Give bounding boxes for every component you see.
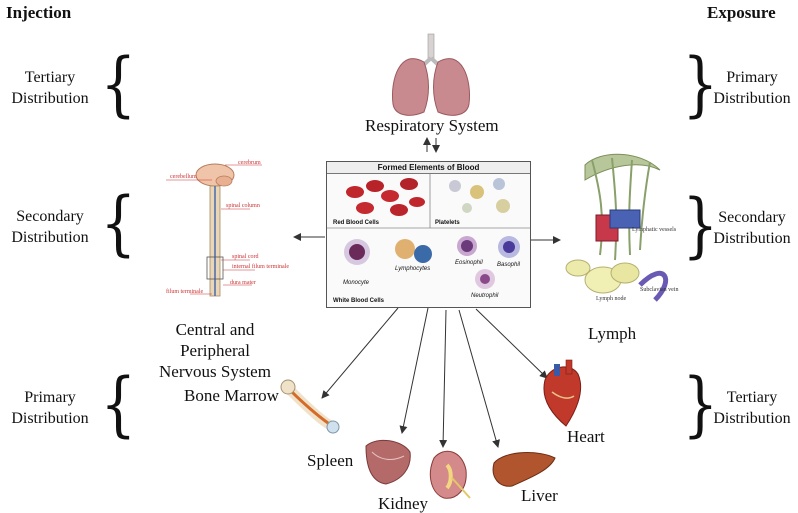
label-lymphatic-vessels: Lymphatic vessels [632, 227, 677, 233]
label-monocyte: Monocyte [343, 280, 370, 286]
label-white-blood-cells: White Blood Cells [333, 298, 384, 304]
dist-line2: Distribution [713, 410, 791, 427]
bidirectional-arrows-icon [423, 137, 440, 153]
dist-line2: Distribution [11, 229, 89, 246]
platelets-icon [449, 178, 510, 213]
cns-label-line1: Central and Peripheral [175, 320, 255, 360]
formed-elements-panel: Formed Elements of Blood [326, 161, 531, 308]
heart-icon [543, 359, 582, 427]
label-internal-filum: internal filum terminale [232, 264, 289, 270]
label-cerebrum: cerebrum [238, 160, 261, 166]
label-platelets: Platelets [435, 220, 460, 226]
kidney-icon [429, 450, 471, 499]
lungs-icon [391, 33, 471, 116]
right-brace-bottom: } [682, 363, 719, 445]
left-tertiary-distribution: Tertiary Distribution [0, 67, 100, 109]
dist-line2: Distribution [713, 230, 791, 247]
dist-line1: Primary [24, 389, 76, 406]
dist-line2: Distribution [11, 410, 89, 427]
label-neutrophil: Neutrophil [471, 293, 499, 299]
right-secondary-distribution: Secondary Distribution [706, 207, 798, 249]
white-blood-cells-icon [344, 236, 520, 289]
right-brace-top: } [682, 43, 719, 125]
blood-cells-art [327, 174, 530, 289]
left-brace-bottom: { [100, 363, 137, 445]
lymph-vessels-icon [565, 153, 669, 302]
dist-line2: Distribution [713, 90, 791, 107]
left-primary-distribution: Primary Distribution [0, 387, 100, 429]
label-basophil: Basophil [497, 262, 521, 268]
label-eosinophil: Eosinophil [455, 260, 483, 266]
label-red-blood-cells: Red Blood Cells [333, 220, 380, 226]
arrow-to-bone-marrow [321, 307, 399, 399]
liver-label: Liver [521, 486, 558, 505]
dist-line2: Distribution [11, 90, 89, 107]
heart-label: Heart [567, 427, 605, 446]
arrow-to-heart [475, 308, 548, 379]
kidney-label: Kidney [378, 494, 429, 513]
spleen-icon [365, 439, 411, 485]
cns-label: Central and Peripheral Nervous System [140, 319, 290, 382]
right-tertiary-distribution: Tertiary Distribution [706, 387, 798, 429]
lymph-label: Lymph [588, 324, 637, 343]
bone-icon [280, 379, 340, 434]
exposure-header: Exposure [707, 3, 776, 22]
left-brace-top: { [100, 43, 137, 125]
right-brace-middle: } [682, 184, 719, 266]
spinal-cord-icon [166, 163, 262, 297]
arrow-to-spleen [399, 307, 429, 434]
dist-line1: Secondary [718, 209, 786, 226]
spleen-label: Spleen [307, 451, 354, 470]
label-filum-terminale: filum terminale [166, 289, 204, 295]
arrow-to-kidney [439, 309, 448, 448]
label-lymphocytes: Lymphocytes [395, 266, 431, 272]
label-dura-mater: dura mater [230, 280, 256, 286]
red-blood-cells-icon [346, 178, 425, 216]
bone-marrow-label: Bone Marrow [184, 386, 279, 405]
left-brace-middle: { [100, 182, 137, 264]
left-secondary-distribution: Secondary Distribution [0, 206, 100, 248]
label-spinal-column: spinal column [226, 203, 260, 209]
blood-panel-title: Formed Elements of Blood [327, 162, 530, 174]
dist-line1: Secondary [16, 208, 84, 225]
injection-header: Injection [6, 3, 72, 22]
liver-icon [492, 452, 556, 487]
label-lymph-node: Lymph node [596, 296, 627, 302]
respiratory-system-label: Respiratory System [365, 116, 499, 135]
label-subclavian-vein: Subclavian vein [640, 287, 679, 293]
dist-line1: Tertiary [726, 389, 778, 406]
dist-line1: Primary [726, 69, 778, 86]
arrow-to-liver [458, 309, 500, 448]
right-primary-distribution: Primary Distribution [706, 67, 798, 109]
dist-line1: Tertiary [24, 69, 76, 86]
label-spinal-cord: spinal cord [232, 254, 259, 260]
label-cerebellum: cerebellum [170, 174, 197, 180]
cns-label-line2: Nervous System [159, 362, 271, 381]
